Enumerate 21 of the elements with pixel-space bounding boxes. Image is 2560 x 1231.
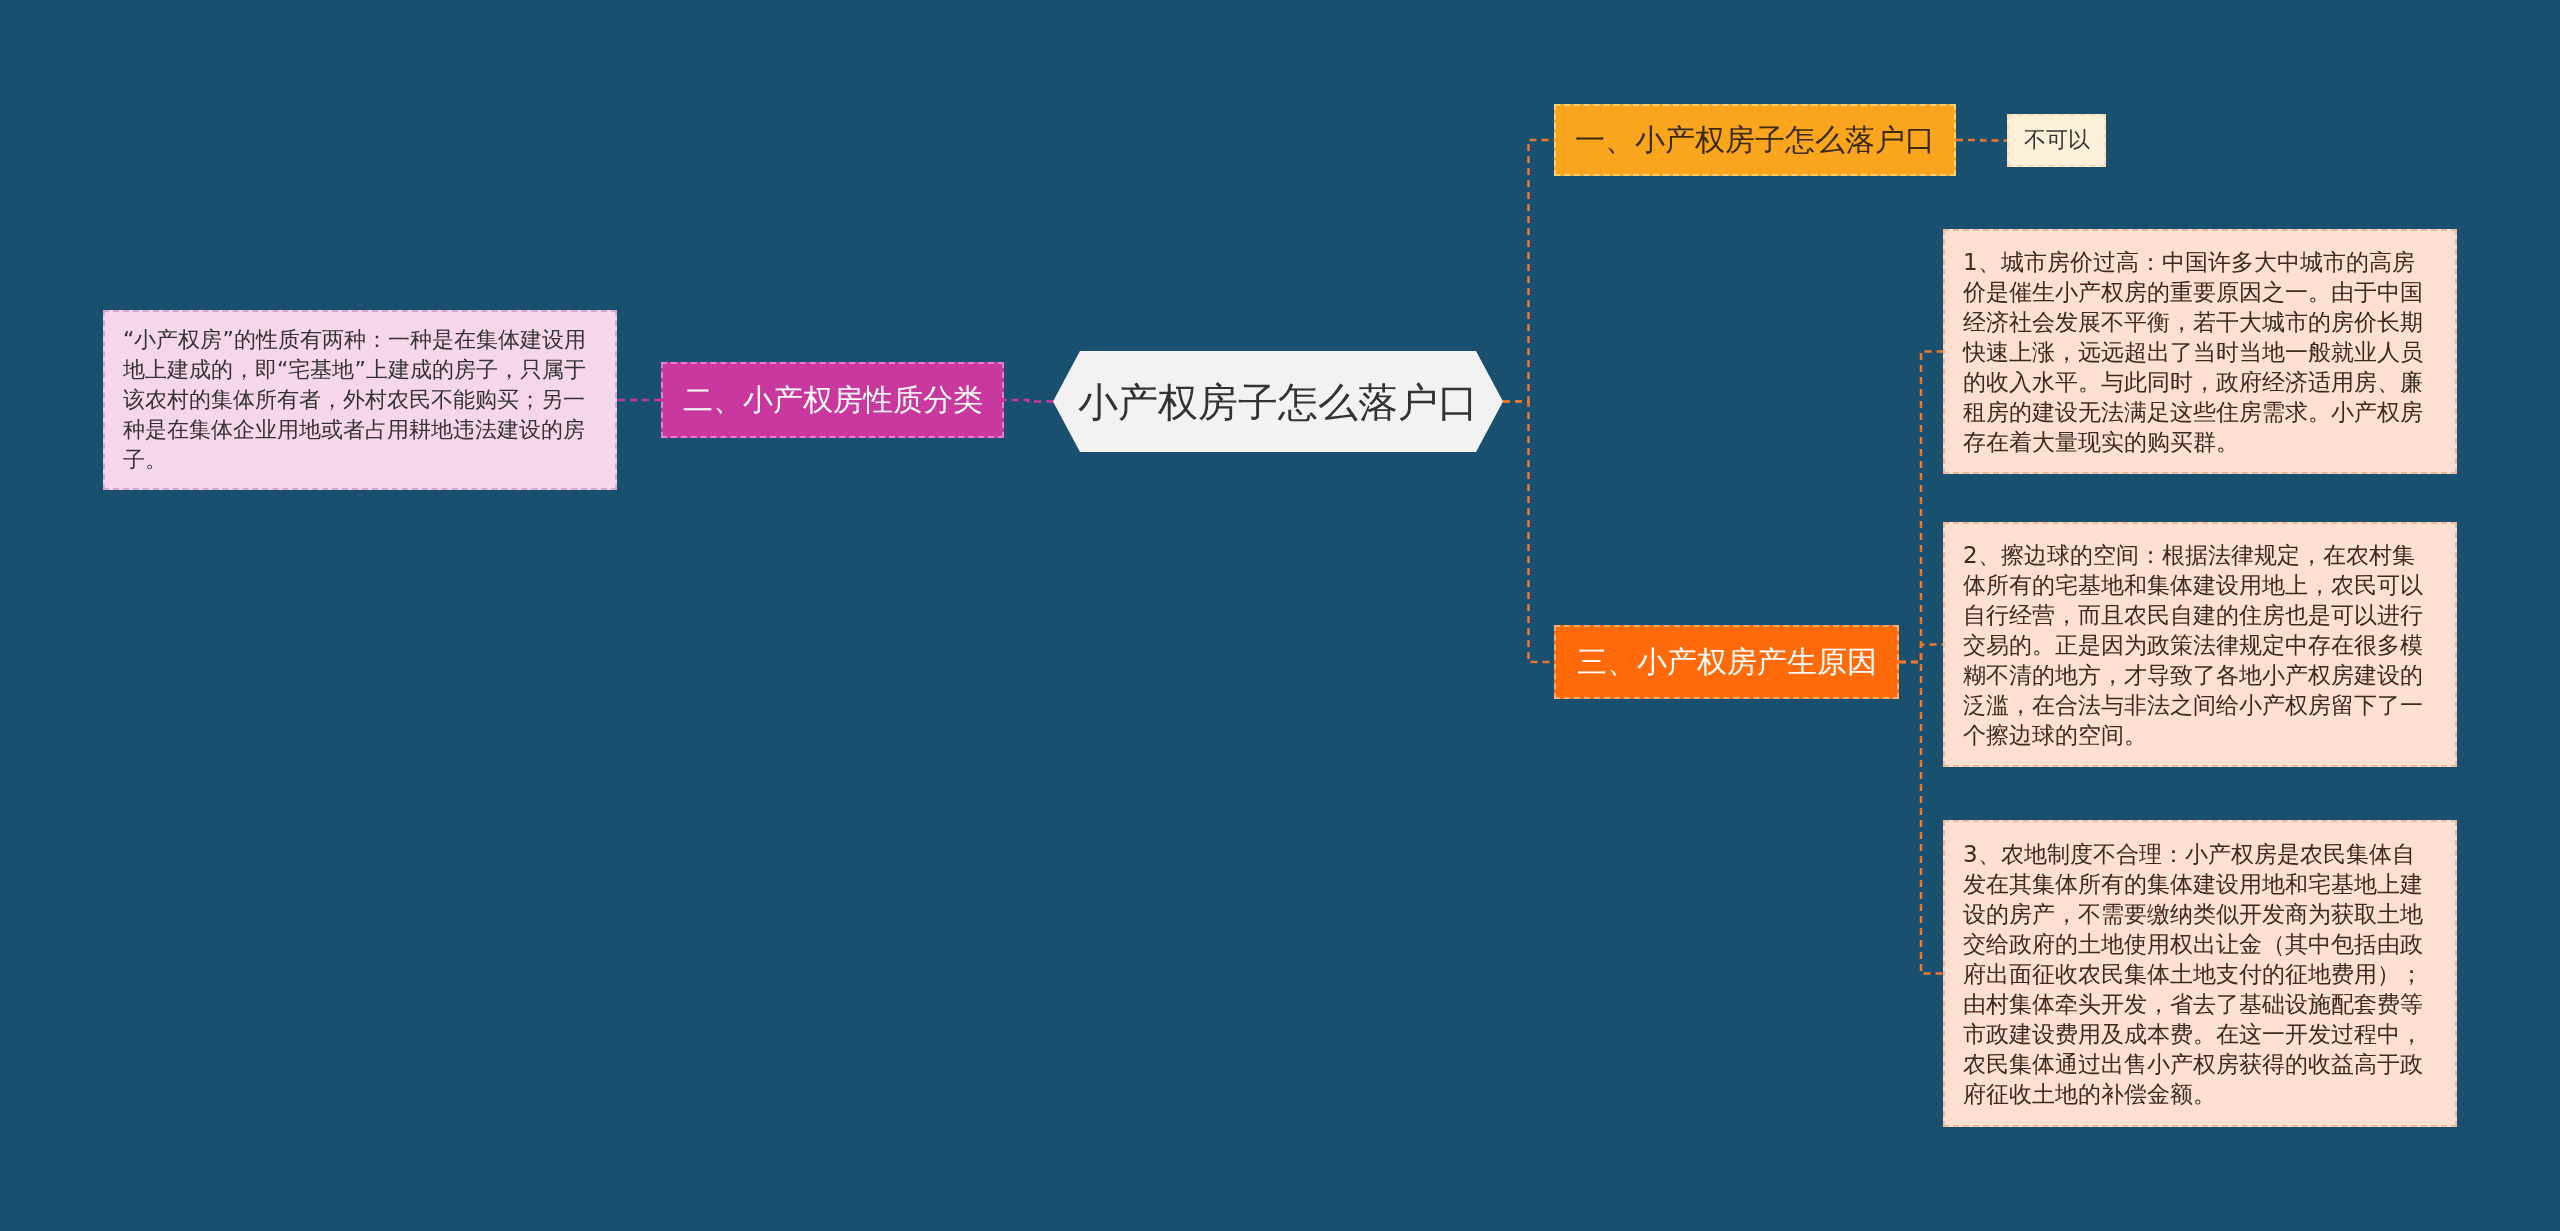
paragraph-text: 1、城市房价过高：中国许多大中城市的高房价是催生小产权房的重要原因之一。由于中国经济社会发展不平衡，若干大城市的房价长期快速上涨，远远超出了当时当地一般就业人员的收入水平。与此同时，政府经济适用房、廉租房的建设无法满足这些住房需求。小产权房存在着大量现实的购买群。	[1963, 247, 2424, 457]
subtopic-box	[1943, 522, 2457, 767]
topic-text: 不可以	[2023, 127, 2090, 154]
connector-line	[1899, 660, 1943, 975]
paragraph-text: “小产权房”的性质有两种：一种是在集体建设用地上建成的，即“宅基地”上建成的房子，只属于该农村的集体所有者，外村农民不能购买；另一种是在集体企业用地或者占用耕地违法建设的房子。	[123, 326, 587, 474]
branch-topic-box	[1554, 104, 1956, 176]
subtopic-box	[2007, 114, 2106, 167]
connector-line	[617, 398, 661, 402]
topic-text: 小产权房子怎么落户口	[1078, 377, 1478, 426]
paragraph-text: 2、擦边球的空间：根据法律规定，在农村集体所有的宅基地和集体建设用地上，农民可以自行经营，而且农民自建的住房也是可以进行交易的。正是因为政策法律规定中存在很多模糊不清的地方，才导致了各地小产权房建设的泛滥，在合法与非法之间给小产权房留下了一个擦边球的空间。	[1963, 540, 2424, 750]
branch-topic-box	[661, 362, 1004, 438]
topic-text: 一、小产权房子怎么落户口	[1575, 122, 1935, 158]
connector-line	[1956, 138, 2007, 142]
subtopic-box	[103, 310, 617, 490]
subtopic-box	[1943, 820, 2457, 1127]
subtopic-box	[1943, 229, 2457, 474]
paragraph-text: 3、农地制度不合理：小产权房是农民集体自发在其集体所有的集体建设用地和宅基地上建设的房产，不需要缴纳类似开发商为获取土地交给政府的土地使用权出让金（其中包括由政府出面征收农民集体土地支付的征地费用）；由村集体牵头开发，省去了基础设施配套费等市政建设费用及成本费。在这一开发过程中，农民集体通过出售小产权房获得的收益高于政府征收土地的补偿金额。	[1963, 839, 2424, 1109]
connector-line	[1004, 398, 1053, 403]
topic-text: 三、小产权房产生原因	[1576, 644, 1877, 680]
topic-text: 二、小产权房性质分类	[682, 382, 983, 418]
branch-topic-box	[1554, 625, 1899, 699]
